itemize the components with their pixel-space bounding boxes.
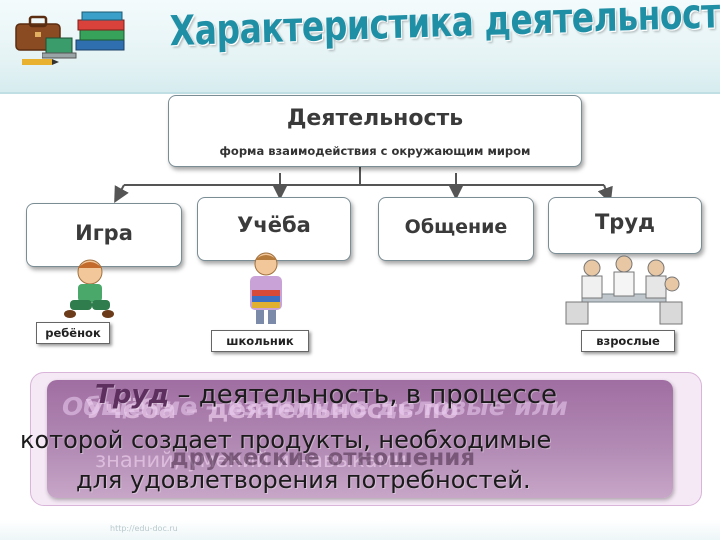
- definition-line-1-rest: – деятельность, в процессе: [169, 380, 557, 410]
- category-game: Игра: [26, 203, 182, 267]
- activity-title: Деятельность: [286, 106, 464, 131]
- person-label-adults: взрослые: [581, 330, 675, 352]
- book-stack-icon: [75, 11, 125, 51]
- definition-line-2: которой создает продукты, необходимые: [20, 426, 552, 454]
- category-labor: Труд: [548, 197, 702, 254]
- pencil-icon: [22, 59, 59, 65]
- definition-term: Труд: [95, 380, 170, 410]
- laptop-icon: [42, 37, 77, 59]
- ghost-text-communication: Общение – взаимные деловые или: [62, 392, 568, 421]
- category-labor-label: Труд: [594, 210, 655, 234]
- category-communication-label: Общение: [404, 216, 508, 238]
- footer-url: http://edu-doc.ru: [110, 524, 178, 533]
- definition-panel: [47, 380, 673, 498]
- person-label-child: ребёнок: [36, 322, 110, 344]
- person-label-schoolboy: школьник: [211, 330, 309, 352]
- category-study-label: Учёба: [237, 213, 311, 237]
- adults-illustration: [565, 255, 683, 325]
- schoolboy-illustration: [250, 252, 282, 324]
- ghost-text-skills: знаний, умений и навыками.: [95, 448, 414, 472]
- child-illustration: [64, 259, 114, 318]
- definition-line-1: Труд – деятельность, в процессе: [95, 380, 557, 410]
- ghost-text-relations: дружеские отношения: [170, 445, 476, 471]
- ghost-text-study: Учёба – деятельность по: [85, 395, 459, 425]
- category-communication: Общение: [378, 197, 534, 261]
- category-game-label: Игра: [75, 221, 133, 245]
- definition-line-3: для удовлетворения потребностей.: [76, 466, 531, 494]
- activity-subtitle: форма взаимодействия с окружающим миром: [219, 144, 531, 158]
- activity-box: Деятельность форма взаимодействия с окру…: [168, 95, 582, 167]
- category-study: Учёба: [197, 197, 351, 261]
- footer-bar: [0, 520, 720, 540]
